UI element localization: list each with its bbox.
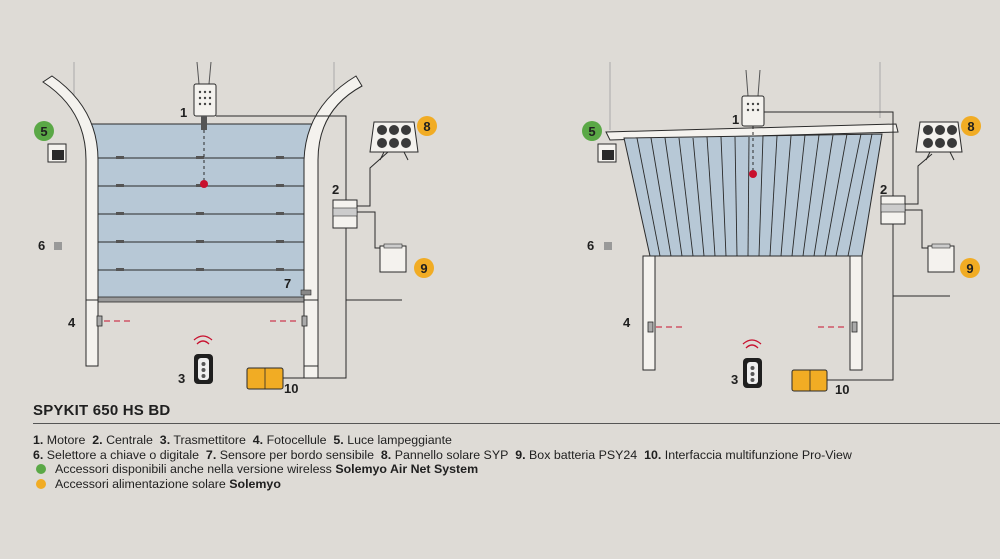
label-8: 8 — [423, 119, 430, 134]
key-selector-icon — [54, 242, 62, 250]
kit-title: SPYKIT 650 HS BD — [33, 402, 171, 419]
solar-panel-icon — [369, 121, 419, 161]
badge-9-orange-2 — [960, 258, 980, 278]
label-10: 10 — [284, 381, 298, 396]
battery-box-icon — [379, 243, 407, 273]
legend-num: 4. — [252, 433, 264, 447]
motor-icon-2 — [741, 69, 765, 178]
legend-num: 5. — [333, 433, 344, 447]
kit-diagram: 5 8 9 1 2 6 7 4 3 10 — [34, 61, 981, 397]
label-5-2: 5 — [588, 124, 595, 139]
orange-note-bold: Solemyo — [229, 476, 281, 491]
label-6-2: 6 — [587, 238, 594, 253]
edge-sensor-icon — [300, 289, 312, 296]
orange-note-text: Accessori alimentazione solare — [55, 476, 226, 491]
photocells-icon — [96, 315, 308, 327]
label-3: 3 — [178, 371, 185, 386]
legend-orange-note: Accessori alimentazione solare Solemyo — [33, 477, 852, 492]
legend-line-2: 6. Selettore a chiave o digitale 7. Sens… — [33, 448, 852, 463]
control-unit-icon — [332, 199, 358, 229]
photocells-icon-2 — [647, 321, 858, 333]
label-4: 4 — [68, 315, 76, 330]
legend-item-selettore: Selettore a chiave o digitale — [46, 447, 200, 462]
label-7: 7 — [284, 276, 291, 291]
pro-view-interface-icon-2 — [791, 369, 828, 392]
legend-num: 1. — [33, 433, 44, 447]
motor-icon — [193, 61, 217, 188]
legend-num: 2. — [92, 433, 103, 447]
title-divider — [33, 423, 1000, 424]
legend-num: 8. — [380, 447, 392, 462]
flashing-light-icon-2 — [597, 143, 617, 163]
legend-num: 9. — [515, 447, 526, 462]
legend-item-fotocellule: Fotocellule — [266, 433, 327, 447]
label-2: 2 — [332, 182, 339, 197]
legend-green-note: Accessori disponibili anche nella versio… — [33, 462, 852, 477]
legend-item-motore: Motore — [46, 433, 86, 447]
transmitter-icon — [193, 335, 213, 384]
legend: 1. Motore 2. Centrale 3. Trasmettitore 4… — [33, 433, 852, 491]
label-9-2: 9 — [966, 261, 973, 276]
label-5: 5 — [40, 124, 47, 139]
label-4-2: 4 — [623, 315, 631, 330]
legend-num: 7. — [205, 447, 217, 462]
green-dot-icon — [36, 464, 46, 475]
badge-9-orange — [414, 258, 434, 278]
badge-5-green-2 — [582, 121, 602, 141]
pro-view-interface-icon — [246, 367, 284, 390]
up-and-over-door-diagram: 5 8 9 1 2 6 4 3 10 — [582, 62, 981, 397]
badge-8-orange-2 — [961, 116, 981, 136]
legend-item-box-batteria: Box batteria PSY24 — [529, 447, 638, 462]
label-3-2: 3 — [731, 372, 738, 387]
flashing-light-icon — [47, 143, 67, 163]
battery-box-icon-2 — [927, 243, 955, 273]
control-unit-icon-2 — [880, 195, 906, 225]
legend-num: 10. — [644, 447, 662, 462]
legend-num: 6. — [33, 447, 44, 462]
key-selector-icon-2 — [604, 242, 612, 250]
solar-panel-icon-2 — [915, 121, 963, 161]
legend-item-pannello: Pannello solare SYP — [394, 447, 509, 462]
label-2-2: 2 — [880, 182, 887, 197]
orange-dot-icon — [36, 478, 46, 489]
green-note-bold: Solemyo Air Net System — [335, 462, 479, 477]
label-8-2: 8 — [967, 119, 974, 134]
badge-8-orange — [417, 116, 437, 136]
legend-item-sensore: Sensore per bordo sensibile — [219, 447, 375, 462]
label-1: 1 — [180, 105, 187, 120]
green-note-text: Accessori disponibili anche nella versio… — [55, 462, 332, 477]
label-9: 9 — [420, 261, 427, 276]
label-10-2: 10 — [835, 382, 849, 397]
label-6: 6 — [38, 238, 45, 253]
legend-line-1: 1. Motore 2. Centrale 3. Trasmettitore 4… — [33, 433, 852, 448]
legend-item-luce: Luce lampeggiante — [347, 433, 452, 447]
legend-item-trasmettitore: Trasmettitore — [173, 433, 246, 447]
legend-item-interfaccia: Interfaccia multifunzione Pro-View — [664, 447, 852, 462]
label-1-2: 1 — [732, 112, 739, 127]
transmitter-icon-2 — [742, 339, 762, 388]
sectional-door-diagram: 5 8 9 1 2 6 7 4 3 10 — [34, 61, 437, 396]
legend-item-centrale: Centrale — [106, 433, 153, 447]
legend-num: 3. — [159, 433, 171, 447]
badge-5-green — [34, 121, 54, 141]
